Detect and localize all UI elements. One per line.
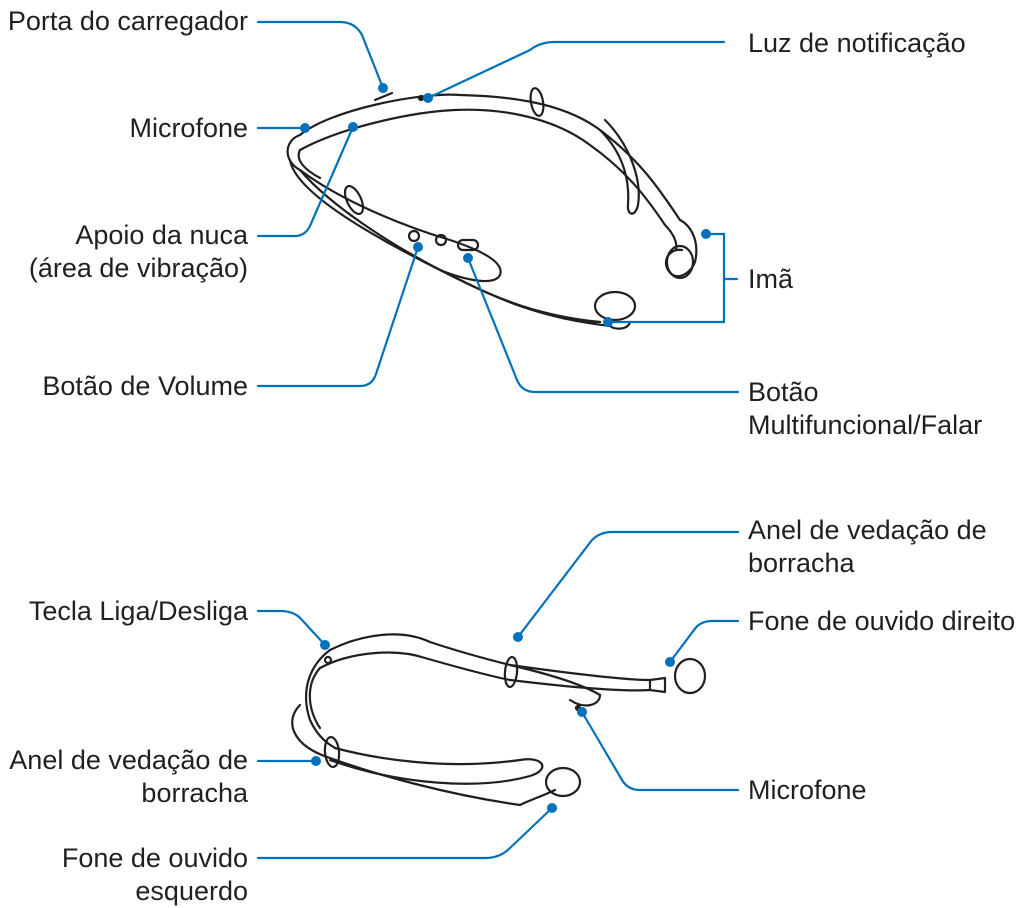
- leader-fone-esquerdo: [256, 806, 554, 860]
- leader-dots: [300, 83, 711, 813]
- leader-apoio-nuca: [256, 125, 355, 238]
- label-luz-notificacao: Luz de notificação: [748, 28, 966, 58]
- leader-porta-carregador: [256, 20, 385, 90]
- label-microfone-top: Microfone: [129, 113, 248, 143]
- leader-botao-volume: [256, 245, 420, 388]
- label-apoio-nuca: Apoio da nuca (área de vibração): [29, 219, 248, 285]
- label-anel-direita-line2: borracha: [748, 548, 855, 578]
- label-tecla-liga: Tecla Liga/Desliga: [28, 596, 248, 626]
- leader-lines: [256, 20, 740, 860]
- leader-fone-direito: [668, 619, 740, 664]
- label-apoio-nuca-line1: Apoio da nuca: [75, 220, 248, 250]
- leader-tecla-liga: [256, 609, 327, 647]
- label-anel-direita: Anel de vedação de borracha: [748, 514, 987, 580]
- label-porta-carregador: Porta do carregador: [7, 6, 248, 36]
- label-ima: Imã: [748, 264, 794, 294]
- leader-anel-direita: [516, 530, 740, 639]
- label-botao-volume: Botão de Volume: [42, 371, 248, 401]
- leader-microfone-bottom: [580, 710, 740, 792]
- leader-ima: [606, 232, 726, 324]
- label-microfone-bottom: Microfone: [748, 775, 867, 805]
- leader-botao-multifuncional: [466, 256, 740, 394]
- label-anel-esquerda: Anel de vedação de borracha: [9, 744, 248, 810]
- leader-luz-notificacao: [426, 40, 726, 100]
- label-fone-esquerdo-line1: Fone de ouvido: [61, 843, 248, 873]
- label-botao-multifuncional: Botão Multifuncional/Falar: [748, 376, 982, 442]
- label-fone-esquerdo-line2: esquerdo: [135, 876, 248, 906]
- label-fone-esquerdo: Fone de ouvido esquerdo: [62, 842, 248, 908]
- bottom-headset-illustration: [291, 633, 707, 807]
- label-anel-esquerda-line2: borracha: [141, 778, 248, 808]
- label-anel-esquerda-line1: Anel de vedação de: [9, 745, 248, 775]
- label-botao-multifuncional-line2: Multifuncional/Falar: [748, 410, 983, 440]
- label-anel-direita-line1: Anel de vedação de: [748, 515, 987, 545]
- label-apoio-nuca-line2: (área de vibração): [28, 253, 248, 283]
- label-botao-multifuncional-line1: Botão: [748, 377, 819, 407]
- label-fone-direito: Fone de ouvido direito: [748, 606, 1016, 636]
- top-headset-illustration: [286, 87, 698, 330]
